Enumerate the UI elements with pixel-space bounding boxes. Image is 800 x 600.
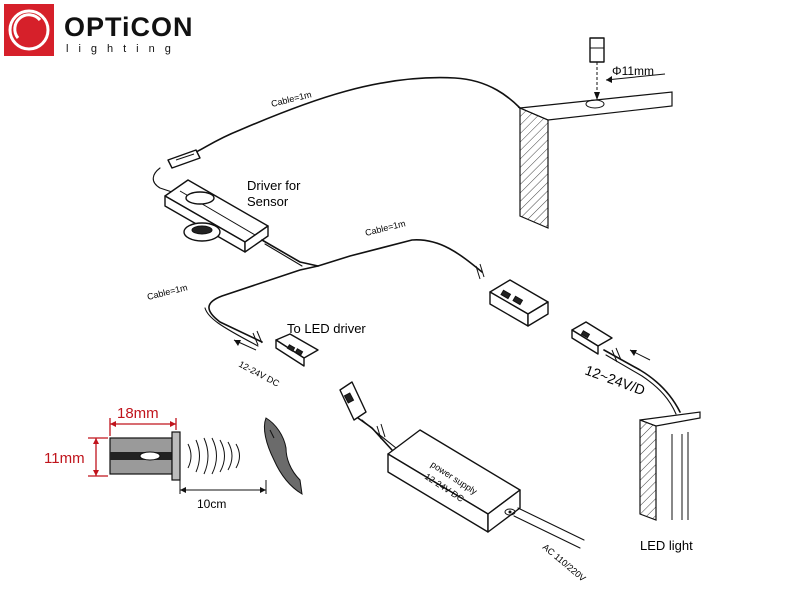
cable-left-label: Cable=1m [146, 282, 188, 302]
logo-arc-icon [13, 13, 42, 39]
dimension-width-label: 18mm [117, 405, 159, 422]
cabinet-top: Φ11mm [517, 37, 673, 229]
driver-label-line1: Driver for [247, 178, 301, 193]
led-light-fixture [639, 411, 701, 521]
inline-connector [167, 149, 201, 169]
cable-mid-label: Cable=1m [364, 218, 406, 238]
cable-top-label: Cable=1m [270, 89, 312, 109]
sensor-driver-box [164, 179, 269, 253]
diameter-label: Φ11mm [612, 64, 654, 78]
dc-small-label: 12-24V DC [237, 359, 281, 389]
cable-left [208, 265, 319, 343]
sensor-body [109, 431, 181, 481]
power-supply-connector [339, 381, 367, 421]
logo-square [4, 4, 54, 56]
cable-break-marks [252, 263, 622, 440]
sensor-plug [589, 37, 605, 63]
connector-female [489, 279, 549, 327]
cabinet-wall-hatch [519, 107, 549, 229]
power-supply-box [387, 429, 521, 533]
cable-to-led [603, 349, 681, 413]
dimension-distance [179, 480, 267, 494]
logo-ring-icon [8, 9, 50, 51]
dimension-height [88, 437, 108, 477]
connector-male [571, 321, 613, 355]
dc-large-label: 12~24V/D [583, 362, 647, 398]
logo-wordmark: OPTiCON [64, 12, 194, 42]
led-driver-connector [275, 333, 319, 367]
to-led-driver-label: To LED driver [287, 321, 366, 336]
sensor-hole-icon [585, 99, 605, 109]
cable-top [195, 76, 521, 153]
opticon-logo: OPTiCON lighting [4, 4, 194, 56]
logo-tagline: lighting [66, 43, 181, 55]
cable-ac-input [517, 507, 585, 541]
ac-label: AC 110/220V [541, 542, 588, 584]
hand-icon [263, 417, 303, 495]
cable-power-supply [357, 417, 393, 451]
dimension-height-label: 11mm [44, 450, 85, 467]
dimension-width [109, 418, 177, 436]
sensor-wave-icon [187, 437, 240, 475]
cable-driver-out [261, 239, 483, 273]
driver-label-line2: Sensor [247, 194, 289, 209]
led-light-label: LED light [640, 538, 693, 553]
dimension-distance-label: 10cm [197, 497, 226, 511]
